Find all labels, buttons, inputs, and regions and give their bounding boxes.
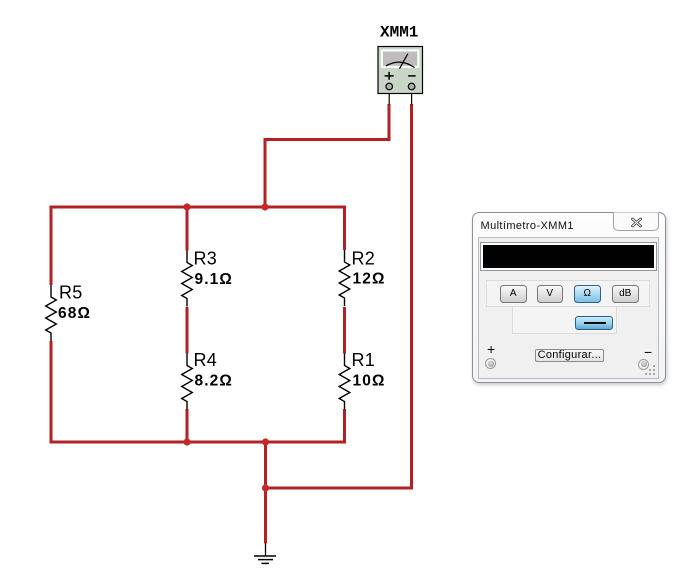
svg-text:9.1Ω: 9.1Ω (195, 271, 233, 288)
svg-text:8.2Ω: 8.2Ω (195, 373, 233, 390)
svg-text:10Ω: 10Ω (353, 373, 386, 390)
svg-text:R3: R3 (194, 249, 218, 269)
svg-text:12Ω: 12Ω (353, 271, 386, 288)
svg-text:R4: R4 (194, 350, 218, 370)
svg-text:R5: R5 (59, 283, 83, 303)
svg-text:68Ω: 68Ω (58, 305, 91, 322)
svg-text:R2: R2 (352, 249, 376, 269)
svg-text:R1: R1 (352, 350, 376, 370)
svg-text:XMM1: XMM1 (380, 24, 418, 42)
